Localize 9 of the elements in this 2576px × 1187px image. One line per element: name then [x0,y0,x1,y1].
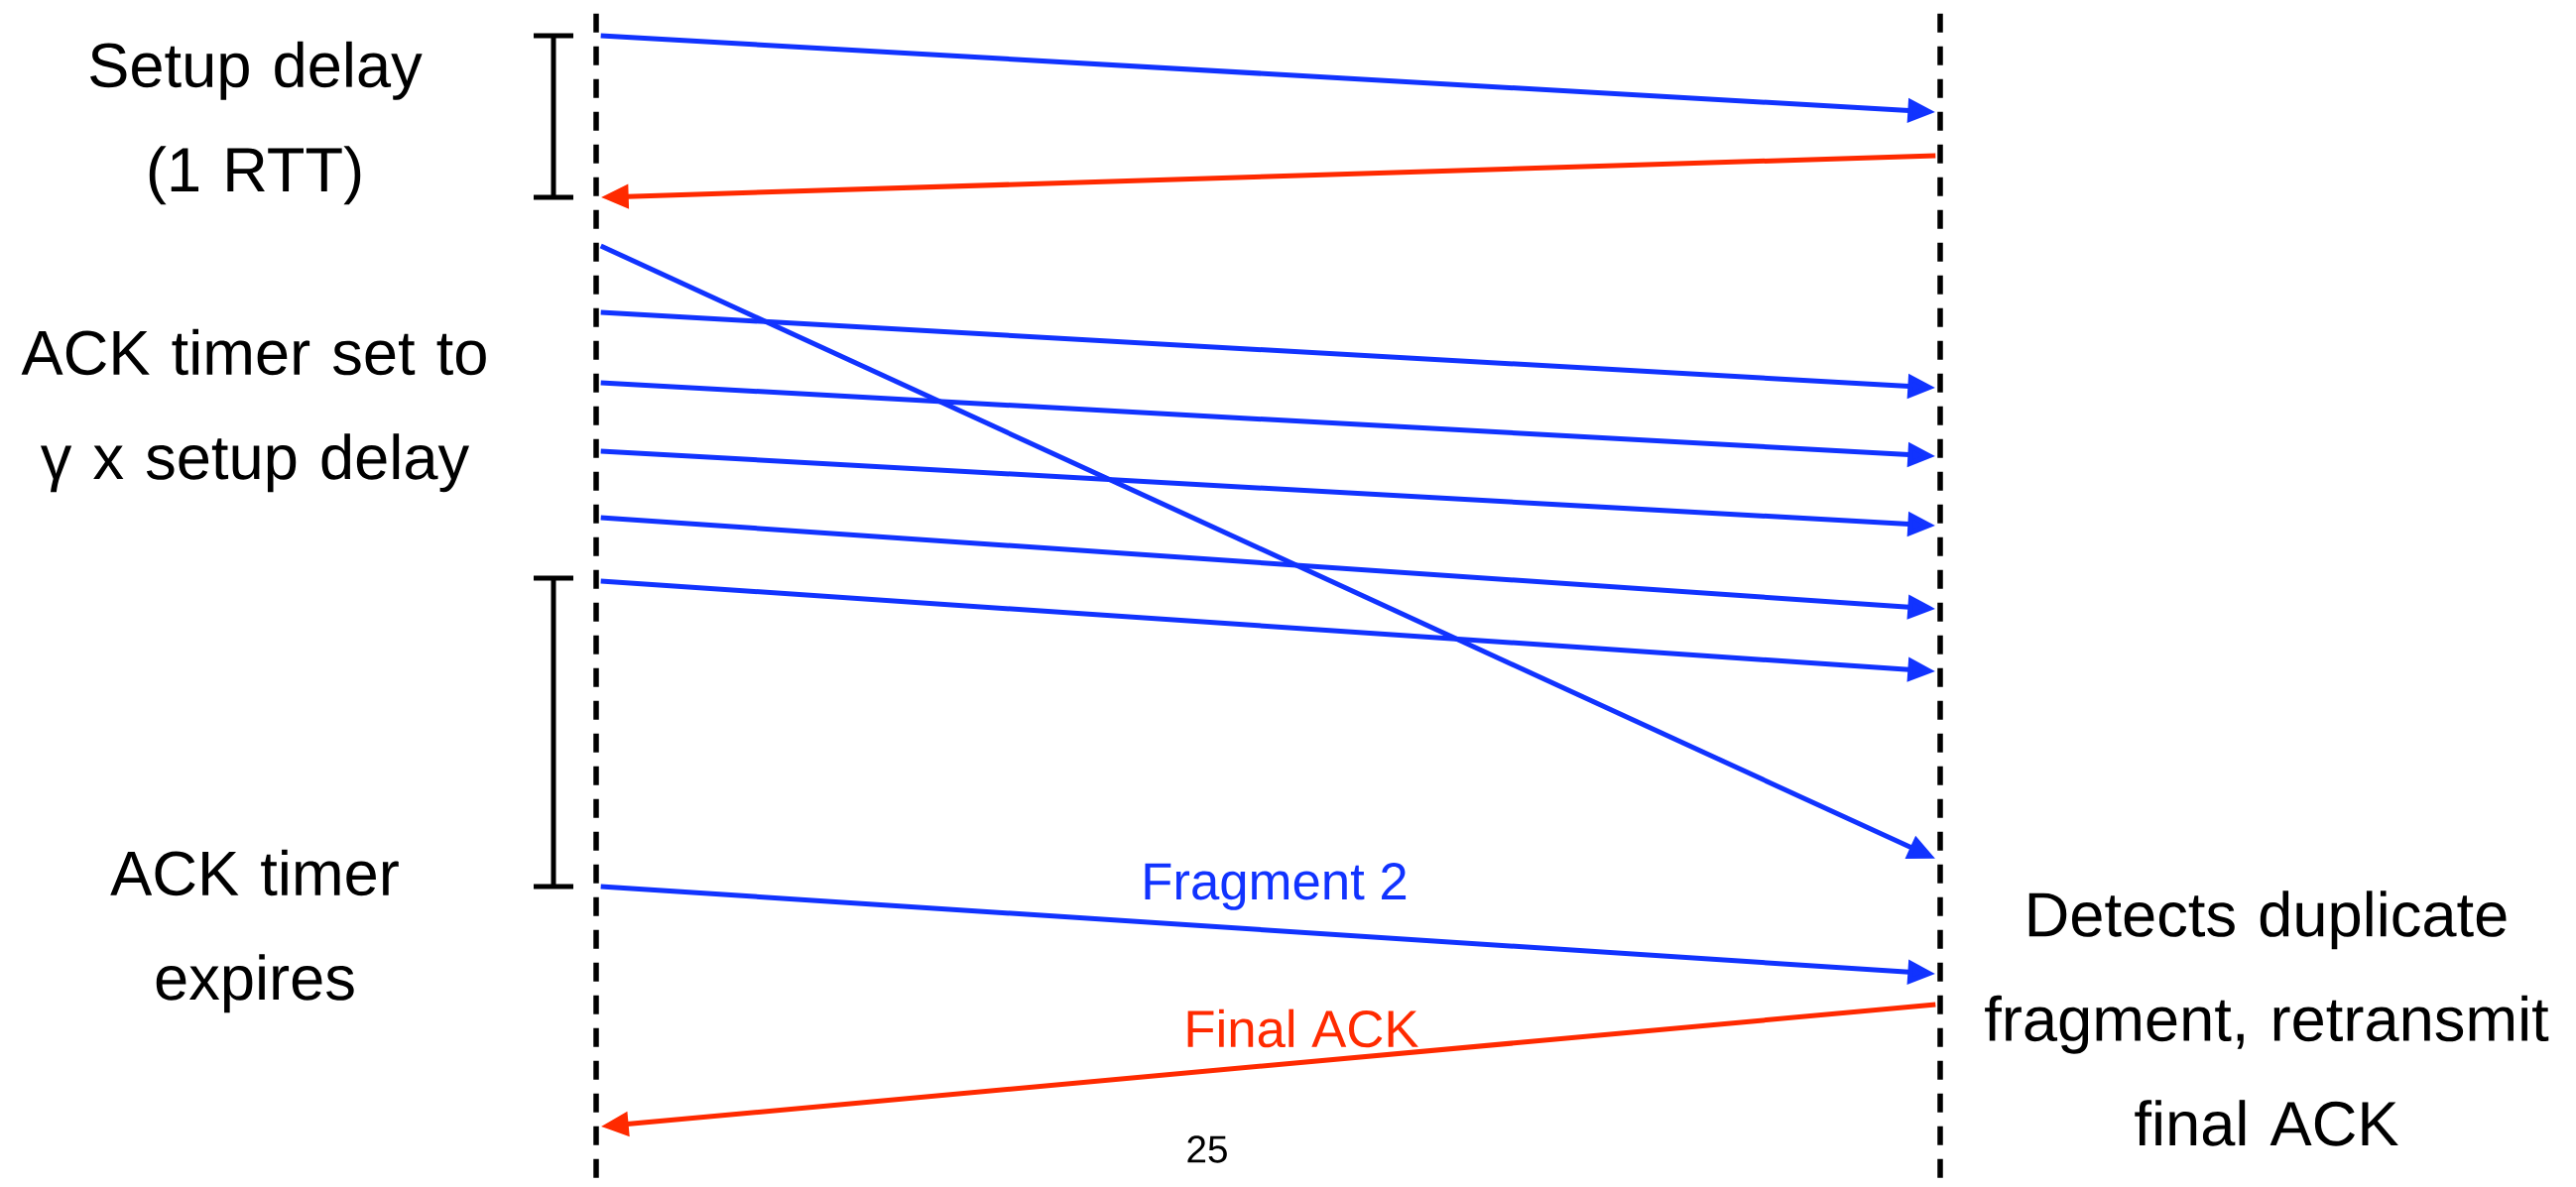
edge-label: Fragment 2 [1145,863,1407,910]
annotation-text: ACK timer set to γ x setup delay [21,328,486,493]
page-number: 25 [1187,1135,1227,1163]
annotation-text: Detects duplicate fragment, retransmit final ACK [1985,890,2549,1146]
lifeline [1937,13,1943,1181]
annotation-text: ACK timer expires [110,849,399,1013]
edge-label: Final ACK [1187,1009,1418,1048]
lifeline [593,13,599,1181]
annotation-text: Setup delay (1 RTT) [90,41,423,205]
